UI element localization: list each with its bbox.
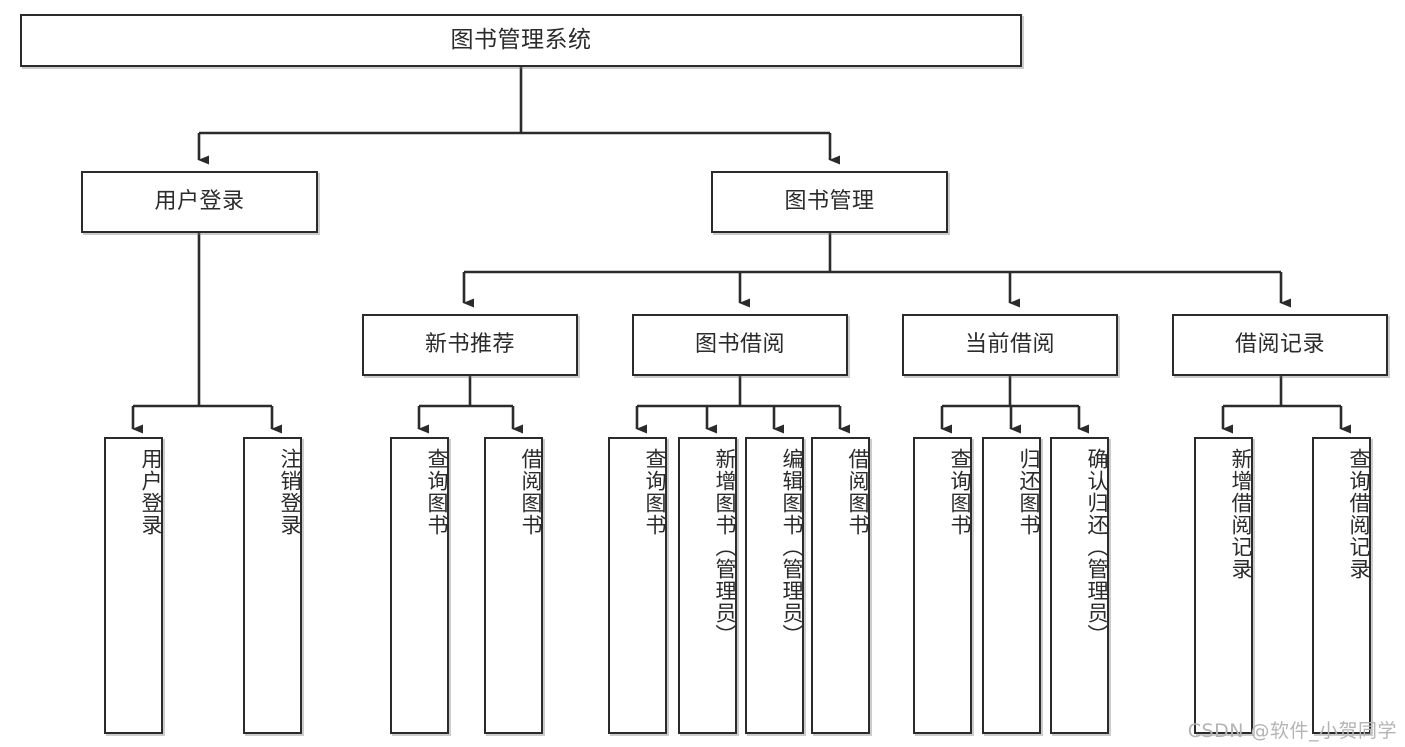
leaf-edit-book-label: 编辑图书（管理员） <box>780 448 804 646</box>
leaf-query-book-1-label: 查询图书 <box>425 448 449 536</box>
leaf-query-book-1[interactable]: 查询图书 <box>390 437 449 734</box>
leaf-borrow-book-2[interactable]: 借阅图书 <box>811 437 870 734</box>
leaf-query-book-2[interactable]: 查询图书 <box>608 437 667 734</box>
leaf-logout-login[interactable]: 注销登录 <box>243 437 302 734</box>
leaf-user-login[interactable]: 用户登录 <box>104 437 163 734</box>
leaf-borrow-book-1[interactable]: 借阅图书 <box>484 437 543 734</box>
node-root-label: 图书管理系统 <box>450 26 592 53</box>
node-borrow-record[interactable]: 借阅记录 <box>1172 314 1388 376</box>
leaf-query-book-3[interactable]: 查询图书 <box>913 437 972 734</box>
leaf-query-record-label: 查询借阅记录 <box>1347 448 1371 580</box>
leaf-return-book[interactable]: 归还图书 <box>982 437 1041 734</box>
leaf-add-record[interactable]: 新增借阅记录 <box>1194 437 1253 734</box>
leaf-confirm-return-label: 确认归还（管理员） <box>1085 448 1109 646</box>
leaf-borrow-book-1-label: 借阅图书 <box>519 448 543 536</box>
watermark: CSDN @软件_小贺同学 <box>1187 720 1397 742</box>
leaf-add-book[interactable]: 新增图书（管理员） <box>678 437 737 734</box>
leaf-borrow-book-2-label: 借阅图书 <box>846 448 870 536</box>
node-root[interactable]: 图书管理系统 <box>20 14 1022 67</box>
leaf-edit-book[interactable]: 编辑图书（管理员） <box>745 437 804 734</box>
leaf-query-book-2-label: 查询图书 <box>643 448 667 536</box>
leaf-query-record[interactable]: 查询借阅记录 <box>1312 437 1371 734</box>
leaf-add-book-label: 新增图书（管理员） <box>713 448 737 646</box>
leaf-add-record-label: 新增借阅记录 <box>1229 448 1253 580</box>
node-user-login-label: 用户登录 <box>154 189 245 215</box>
node-new-book-recommend-label: 新书推荐 <box>424 332 515 358</box>
leaf-return-book-label: 归还图书 <box>1017 448 1041 536</box>
node-current-borrow-label: 当前借阅 <box>964 332 1055 358</box>
node-book-manage[interactable]: 图书管理 <box>711 171 948 233</box>
node-book-manage-label: 图书管理 <box>784 189 875 215</box>
leaf-confirm-return[interactable]: 确认归还（管理员） <box>1050 437 1109 734</box>
node-book-borrow-label: 图书借阅 <box>694 332 785 358</box>
node-user-login[interactable]: 用户登录 <box>81 171 318 233</box>
node-new-book-recommend[interactable]: 新书推荐 <box>362 314 578 376</box>
leaf-user-login-label: 用户登录 <box>139 448 163 536</box>
leaf-logout-login-label: 注销登录 <box>278 448 302 536</box>
node-current-borrow[interactable]: 当前借阅 <box>902 314 1118 376</box>
leaf-query-book-3-label: 查询图书 <box>948 448 972 536</box>
node-borrow-record-label: 借阅记录 <box>1234 332 1325 358</box>
node-book-borrow[interactable]: 图书借阅 <box>632 314 848 376</box>
